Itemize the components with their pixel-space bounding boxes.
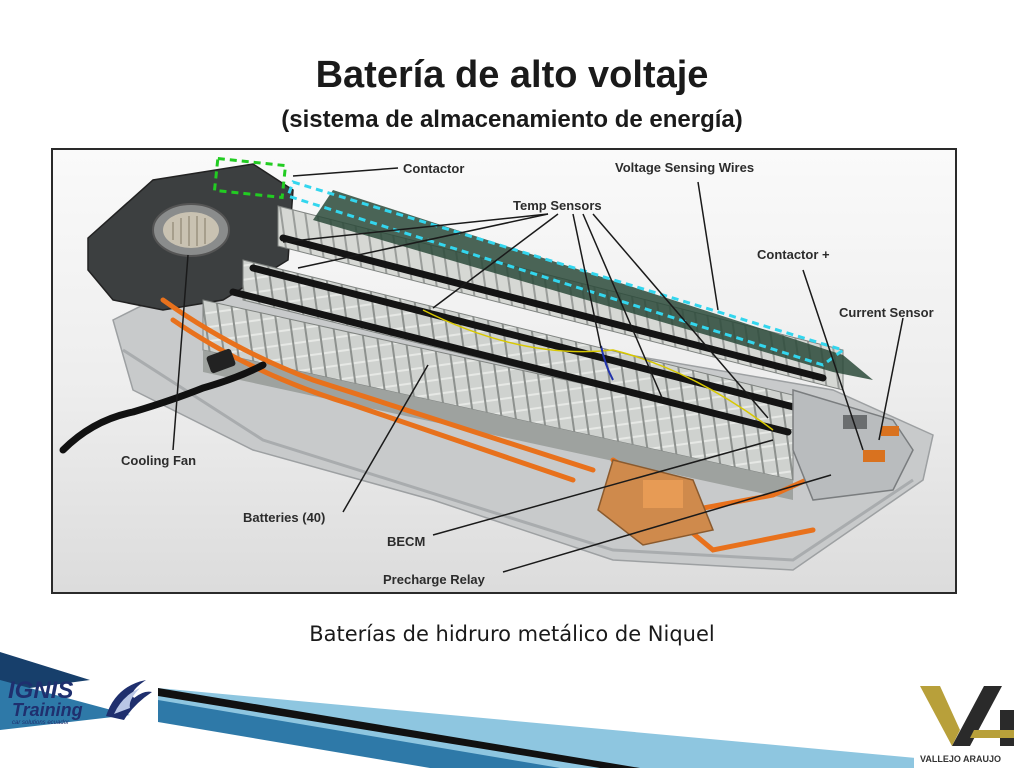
wiring-harness (229, 234, 827, 436)
contactor-highlight (212, 156, 288, 200)
label-cooling-fan: Cooling Fan (121, 453, 196, 468)
label-current-sensor: Current Sensor (839, 305, 934, 320)
slide-subtitle: (sistema de almacenamiento de energía) (281, 106, 743, 133)
vallejo-araujo-logo-text: VALLEJO ARAUJO (920, 754, 1001, 764)
power-cable (59, 361, 267, 454)
voltage-wires-highlight (286, 180, 847, 367)
leader-lines (172, 167, 904, 573)
label-contactor: Contactor (403, 161, 464, 176)
label-precharge-relay: Precharge Relay (383, 572, 486, 587)
ignis-training-logo: IGNIS Training car solutions ecuador (8, 677, 152, 726)
label-contactor-plus: Contactor + (757, 247, 830, 262)
ignis-logo-subtext: Training (12, 700, 83, 720)
slide-title: Batería de alto voltaje (315, 54, 709, 96)
ignis-logo-tagline: car solutions ecuador (12, 720, 70, 726)
label-temp-sensors: Temp Sensors (513, 198, 602, 213)
battery-illustration: Contactor Voltage Sensing Wires Temp Sen… (59, 156, 934, 587)
ignis-logo-text: IGNIS (8, 677, 73, 704)
footer-stripes (0, 652, 1024, 768)
slide-caption: Baterías de hidruro metálico de Niquel (309, 622, 715, 646)
label-voltage-sensing-wires: Voltage Sensing Wires (615, 160, 754, 175)
label-batteries: Batteries (40) (243, 510, 325, 525)
label-becm: BECM (387, 534, 425, 549)
battery-diagram: Contactor Voltage Sensing Wires Temp Sen… (51, 148, 957, 594)
vallejo-araujo-logo: VALLEJO ARAUJO (914, 680, 1024, 768)
